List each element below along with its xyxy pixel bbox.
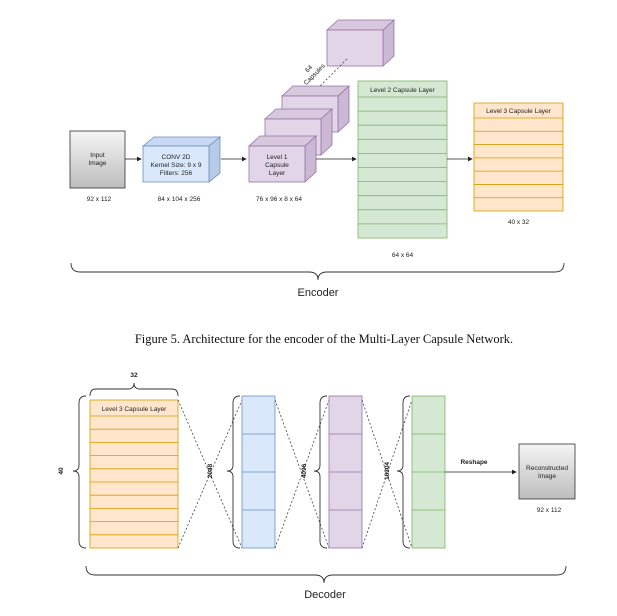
reconstructed-image-block: Reconstructed Image 92 x 112 [518, 443, 576, 514]
conv-dims: 84 x 104 x 256 [158, 196, 201, 203]
conv-line-3: Filters: 256 [160, 170, 193, 177]
level1-capsule-stack: Level 1 Capsule Layer 64 Capsules 76 x 9… [247, 19, 396, 203]
decoder-level3-rows [90, 415, 178, 536]
reshape-label: Reshape [460, 459, 487, 466]
decoder-height-label: 40 [58, 467, 65, 475]
level2-title: Level 2 Capsule Layer [370, 87, 436, 94]
input-label-2: Image [88, 160, 106, 167]
input-label-1: Input [90, 152, 105, 159]
fc-2048-brace [226, 395, 241, 549]
decoder-label: Decoder [304, 589, 346, 601]
capsule-cube-front: Level 1 Capsule Layer [247, 135, 318, 183]
level3-dims: 40 x 32 [508, 219, 530, 226]
output-dims: 92 x 112 [537, 507, 562, 514]
fc-10304-brace [396, 395, 411, 549]
decoder-width-label: 32 [130, 372, 138, 379]
conv2d-block: CONV 2D Kernel Size: 9 x 9 Filters: 256 … [141, 136, 222, 203]
decoder-level3-capsule-layer: Level 3 Capsule Layer [89, 399, 179, 549]
conv-line-1: CONV 2D [162, 154, 191, 161]
fc-10304-label: 10304 [384, 462, 391, 480]
fc-connector-1 [177, 399, 243, 549]
figure-caption: Figure 5. Architecture for the encoder o… [135, 332, 513, 346]
fc-2048-label: 2048 [207, 463, 214, 478]
fc-4096-brace [313, 395, 328, 549]
level1-line-3: Layer [269, 170, 286, 177]
level1-dims: 76 x 96 x 8 x 64 [256, 196, 302, 203]
level2-rows [358, 96, 447, 225]
level3-rows [474, 117, 563, 199]
decoder-level3-title: Level 3 Capsule Layer [102, 406, 168, 413]
capsules-note: 64 Capsules [303, 62, 328, 87]
fc-layer-4096: 4096 [301, 395, 363, 549]
output-label-1: Reconstructed [526, 465, 568, 472]
encoder-label: Encoder [298, 287, 339, 299]
decoder-width-brace [89, 382, 179, 397]
input-image-block: Input Image 92 x 112 [69, 130, 126, 203]
level2-dims: 64 x 64 [392, 252, 414, 259]
level3-title: Level 3 Capsule Layer [486, 108, 552, 115]
fc-4096-label: 4096 [301, 463, 308, 478]
fc-layer-10304: 10304 [384, 395, 446, 549]
input-dims: 92 x 112 [87, 196, 112, 203]
level1-line-1: Level 1 [267, 154, 288, 161]
output-label-2: Image [538, 473, 556, 480]
conv-line-2: Kernel Size: 9 x 9 [151, 162, 202, 169]
capsule-cube-far [325, 19, 396, 67]
capsule-dotted-link [317, 58, 348, 89]
encoder-brace [70, 262, 565, 281]
level3-capsule-layer: Level 3 Capsule Layer 40 x 32 [473, 102, 564, 226]
decoder-height-brace [72, 395, 87, 549]
level1-line-2: Capsule [265, 162, 289, 169]
fc-layer-2048: 2048 [207, 395, 276, 549]
decoder-brace [85, 565, 567, 584]
level2-capsule-layer: Level 2 Capsule Layer 64 x 64 [357, 80, 448, 259]
capsules-count: 64 [304, 64, 314, 74]
